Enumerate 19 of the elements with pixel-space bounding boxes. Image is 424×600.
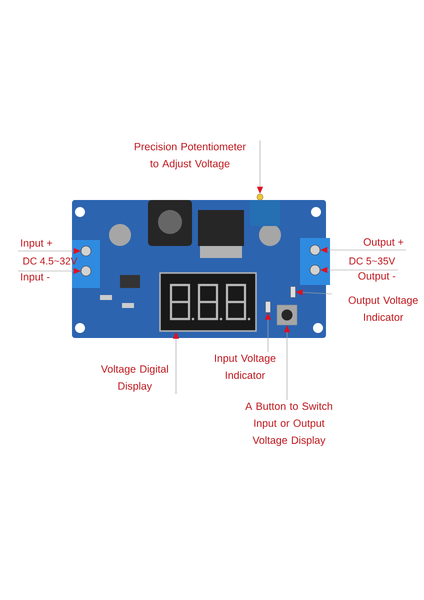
callout-text: Output + bbox=[364, 238, 404, 248]
seven-segment-display bbox=[159, 272, 257, 332]
callout-text: Voltage Digital Display bbox=[101, 365, 168, 392]
terminal-screw bbox=[80, 266, 92, 276]
indicator-led bbox=[265, 301, 271, 313]
callout-text: Precision Potentiometer to Adjust Voltage bbox=[134, 142, 246, 170]
terminal-screw bbox=[80, 246, 92, 256]
terminal-screw bbox=[310, 244, 320, 256]
callout-text: Output - bbox=[358, 272, 396, 282]
indicator-led bbox=[290, 286, 296, 298]
callout-text: Input Voltage Indicator bbox=[215, 354, 276, 379]
callout-text: Input + bbox=[21, 239, 52, 249]
callout-text: Input - bbox=[21, 273, 50, 283]
potentiometer-knob bbox=[256, 194, 264, 200]
callout-text: A Button to Switch Input or Output Voltage Display bbox=[245, 402, 332, 446]
callout-text: Output Voltage Indicator bbox=[348, 296, 418, 321]
terminal-screw bbox=[310, 264, 320, 276]
push-button bbox=[276, 304, 298, 326]
voltage-range-label: DC 5~35V bbox=[350, 257, 396, 265]
